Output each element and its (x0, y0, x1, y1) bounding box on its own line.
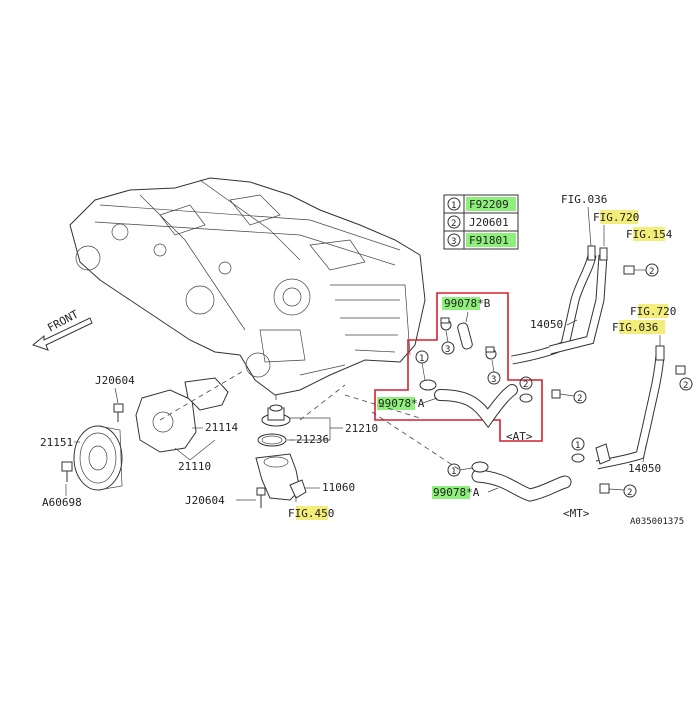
label-21151: 21151 (40, 436, 73, 449)
legend-num-3: 3 (451, 237, 456, 247)
fig-ref-450[interactable]: FIG.450 (288, 507, 334, 520)
pulley (73, 425, 123, 491)
bolt-j20604-bottom (256, 487, 266, 508)
label-hose-a-mt[interactable]: 99078*A (433, 486, 480, 499)
callout-2-bottom: 2 (627, 488, 632, 498)
fig036-mid-highlight (619, 320, 665, 334)
bolt-2-top-right (623, 265, 635, 275)
label-21236: 21236 (296, 433, 329, 446)
legend-code-3[interactable]: F91801 (469, 234, 509, 247)
gasket-21236 (257, 433, 287, 447)
callout-2-mid: 2 (577, 394, 582, 404)
label-a60698: A60698 (42, 496, 82, 509)
bolt-2-bottom (599, 483, 610, 494)
label-j20604-bottom: J20604 (185, 494, 225, 507)
fig450-highlight (296, 506, 328, 520)
clamp-mt-right (571, 453, 585, 463)
legend-table: 1 2 3 F92209 J20601 F91801 (443, 194, 519, 250)
bolt-2-mid (551, 389, 561, 399)
fig720-mid-highlight (638, 304, 668, 318)
callout-1-mt: 1 (451, 467, 456, 477)
bolt-a60698 (61, 461, 73, 482)
hose-b-highlight (442, 297, 480, 310)
bolt-j20604-top (113, 403, 124, 422)
fig154-highlight (633, 227, 665, 241)
hose-a-mt (471, 469, 572, 502)
fig720-top-highlight (600, 210, 638, 224)
bolt-2-right-mid (675, 365, 686, 375)
drawing-id: A035001375 (630, 517, 684, 527)
clamp-3-left (440, 317, 452, 331)
legend-code-2: J20601 (469, 216, 509, 229)
callout-2-at: 2 (523, 380, 528, 390)
label-11060: 11060 (322, 481, 355, 494)
clamp-1-mt (471, 461, 489, 473)
label-21110: 21110 (178, 460, 211, 473)
engine-block (69, 177, 426, 396)
thermostat-cover (255, 453, 307, 501)
label-21114: 21114 (205, 421, 238, 434)
thermostat (261, 404, 291, 427)
label-at: <AT> (506, 430, 533, 443)
clamp-1-at (419, 379, 437, 391)
legend-num-2: 2 (451, 219, 456, 229)
label-j20604-top: J20604 (95, 374, 135, 387)
fig-ref-154[interactable]: FIG.154 (626, 228, 673, 241)
hose-a-mt-highlight (432, 486, 470, 499)
fig-ref-720-mid[interactable]: FIG.720 (630, 305, 676, 318)
clamp-2-at (519, 393, 533, 403)
label-mt: <MT> (563, 507, 590, 520)
callout-3-a: 3 (445, 345, 450, 355)
hose-a-at (434, 384, 518, 429)
front-arrow-icon (31, 317, 93, 351)
callout-1-at: 1 (419, 354, 424, 364)
fig-ref-036-mid[interactable]: FIG.036 (612, 321, 658, 334)
label-14050-bottom: 14050 (628, 462, 661, 475)
label-hose-a-at[interactable]: 99078*A (378, 397, 425, 410)
pipe-14050-top (511, 245, 608, 365)
pipe-14050-bottom (595, 345, 665, 470)
legend-code-1[interactable]: F92209 (469, 198, 509, 211)
at-boundary (374, 292, 543, 442)
callout-3-b: 3 (491, 375, 496, 385)
fig-ref-720-top[interactable]: FIG.720 (593, 211, 639, 224)
hose-b (457, 322, 473, 350)
callout-2-top-right: 2 (649, 267, 654, 277)
legend-num-1: 1 (451, 201, 456, 211)
label-hose-b[interactable]: 99078*B (444, 297, 491, 310)
hose-a-at-highlight (377, 397, 415, 410)
label-14050-top: 14050 (530, 318, 563, 331)
label-21210: 21210 (345, 422, 378, 435)
callout-1-mt-right: 1 (575, 441, 580, 451)
clamp-3-right (485, 346, 497, 360)
callout-2-right-mid: 2 (683, 381, 688, 391)
fig-ref-036-top[interactable]: FIG.036 (561, 193, 607, 206)
